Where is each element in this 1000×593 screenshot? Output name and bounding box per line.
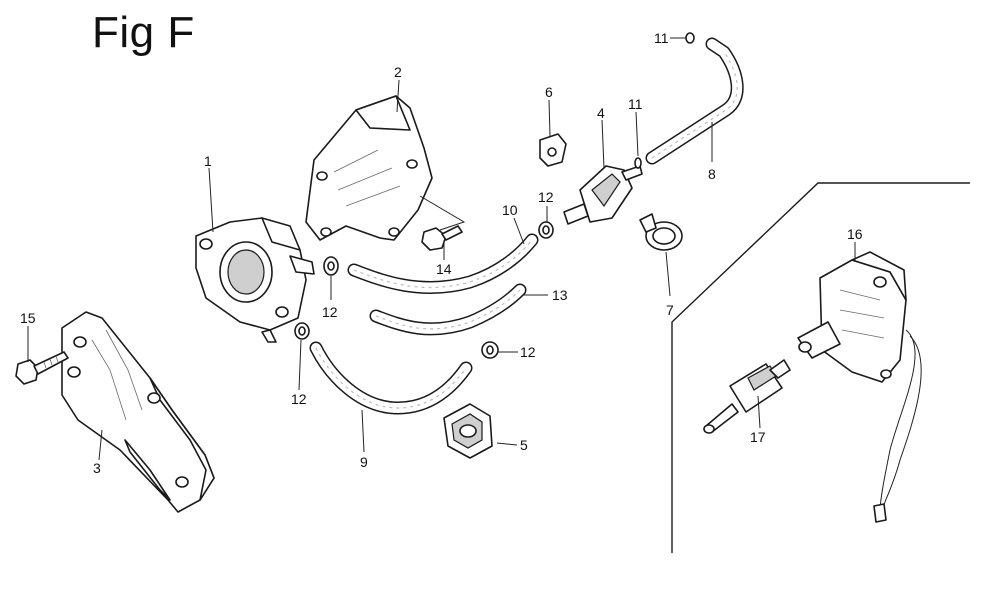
callout-6: 6 [545, 84, 553, 100]
bolt-part-14 [421, 225, 463, 251]
callout-10: 10 [502, 202, 518, 218]
callout-17: 17 [750, 429, 766, 445]
flange-part-1 [195, 217, 315, 343]
pump-part-4 [563, 165, 643, 225]
callout-12-b: 12 [291, 391, 307, 407]
callout-14: 14 [436, 261, 452, 277]
callout-12-d: 12 [520, 344, 536, 360]
bracket-plate-part-3 [61, 311, 215, 513]
leader-lines [27, 37, 856, 461]
callout-2: 2 [394, 64, 402, 80]
callout-16: 16 [847, 226, 863, 242]
clamp-part-12-b [294, 322, 310, 340]
hose-part-8 [645, 37, 744, 165]
hose-part-13 [369, 283, 527, 336]
cover-part-2 [305, 95, 433, 241]
fuel-filter-part-17 [703, 359, 791, 434]
callout-11-mid: 11 [628, 96, 643, 112]
ignition-coil-part-16 [797, 251, 922, 523]
callout-13: 13 [552, 287, 568, 303]
clamp-part-12-c [538, 221, 554, 239]
clamp-part-11-mid [634, 157, 642, 169]
callout-12-c: 12 [538, 189, 554, 205]
callout-4: 4 [597, 105, 605, 121]
clamp-part-12-a [323, 256, 339, 276]
clamp-part-12-d [481, 341, 499, 359]
hose-clamp-part-7 [639, 213, 683, 251]
section-divider-line [671, 182, 970, 553]
callout-8: 8 [708, 166, 716, 182]
bolt-part-15 [15, 351, 69, 385]
callout-15: 15 [20, 310, 36, 326]
hose-part-10 [347, 233, 539, 294]
callout-9: 9 [360, 454, 368, 470]
grommet-part-5 [443, 403, 493, 459]
clamp-part-11-top [685, 32, 695, 44]
callout-7: 7 [666, 302, 674, 318]
callout-3: 3 [93, 460, 101, 476]
figure-title: Fig F [92, 8, 195, 57]
hose-part-9 [309, 341, 473, 415]
callout-labels: 1 2 3 4 5 6 7 8 9 10 11 11 12 12 12 12 1… [20, 30, 863, 476]
callout-1: 1 [204, 153, 212, 169]
callout-12-a: 12 [322, 304, 338, 320]
callout-5: 5 [520, 437, 528, 453]
clip-part-6 [539, 133, 567, 167]
callout-11-top: 11 [654, 30, 669, 46]
